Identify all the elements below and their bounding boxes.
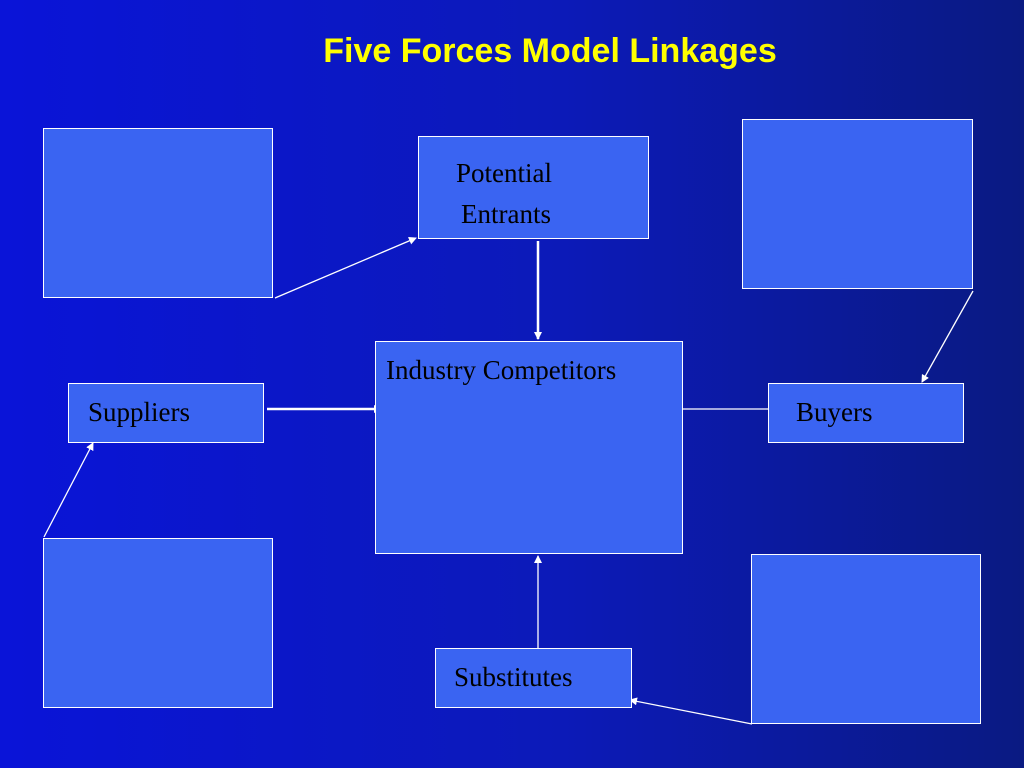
arrow-bottom-left-to-suppliers [43,442,94,538]
substitutes-box: Substitutes [435,648,632,708]
substitutes-label: Substitutes [454,662,573,692]
empty-box-bottom-left [43,538,273,708]
potential-entrants-label-line-1: Potential [456,158,552,188]
arrow-top-right-to-buyers [921,290,974,383]
suppliers-label: Suppliers [88,397,191,427]
industry-competitors-label: Industry Competitors [386,355,617,385]
empty-box-top-left [43,128,273,298]
suppliers-box: Suppliers [68,383,264,443]
buyers-label: Buyers [796,397,873,427]
slide-title: Five Forces Model Linkages [323,32,777,70]
potential-entrants-label-line-2: Entrants [461,199,551,229]
empty-box-top-right [742,119,973,289]
arrow-bottom-right-to-substitutes [629,697,753,725]
empty-box-bottom-right [751,554,981,724]
potential-entrants-box: Potential Entrants [418,136,649,239]
industry-competitors-box: Industry Competitors [375,341,683,554]
buyers-box: Buyers [768,383,964,443]
arrow-top-left-to-entrants [274,237,417,299]
